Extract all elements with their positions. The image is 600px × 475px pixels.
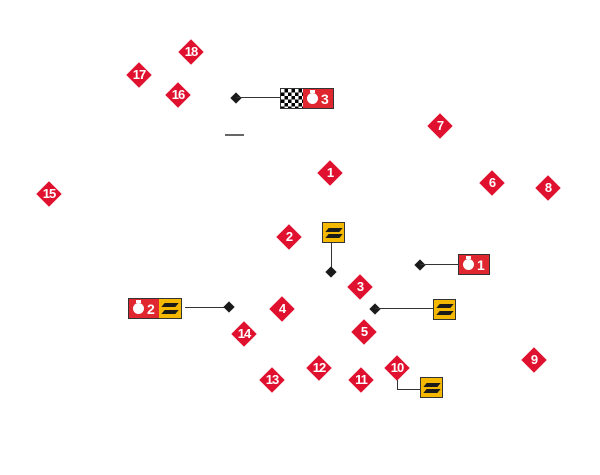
corner-marker: 11 [348, 367, 374, 393]
checkered-flag-icon [281, 89, 303, 108]
stopwatch-icon [463, 256, 474, 270]
sector-1-label: 1 [458, 254, 490, 275]
corner-number: 14 [237, 326, 251, 341]
corner-marker: 10 [384, 355, 410, 381]
sector-2-label: 2 [128, 298, 182, 319]
corner-marker: 9 [521, 347, 547, 373]
corner-number: 10 [390, 360, 404, 375]
corner-number: 15 [42, 186, 56, 201]
corner-marker: 8 [535, 175, 561, 201]
corner-marker: 4 [269, 296, 295, 322]
corner-marker: 13 [259, 367, 285, 393]
drs-zone-label [420, 377, 443, 398]
corner-number: 7 [436, 118, 444, 133]
sector-number: 3 [321, 90, 329, 107]
corner-marker: 3 [347, 274, 373, 300]
corner-number: 17 [132, 67, 146, 82]
drs-zone-label [433, 299, 456, 320]
drs-zone-icon [434, 300, 455, 319]
drs-zone-icon [323, 223, 344, 242]
corner-marker: 1 [317, 160, 343, 186]
corner-number: 9 [530, 352, 538, 367]
drs-zone-label [322, 222, 345, 243]
corner-marker: 6 [479, 170, 505, 196]
leader-line [375, 308, 433, 309]
drs-zone-icon [421, 378, 442, 397]
corner-marker: 16 [165, 82, 191, 108]
stopwatch-icon [133, 300, 144, 314]
sector-number: 1 [477, 256, 485, 273]
corner-number: 5 [360, 324, 368, 339]
corner-number: 13 [265, 372, 279, 387]
drs-zone-icon [158, 299, 181, 318]
marker-diamond [230, 92, 242, 104]
marker-diamond [223, 301, 235, 313]
corner-number: 4 [278, 301, 286, 316]
leader-line [397, 389, 420, 390]
stopwatch-icon [307, 90, 318, 104]
leader-line [236, 97, 280, 98]
start-line [225, 134, 244, 136]
corner-number: 16 [171, 87, 185, 102]
leader-line [185, 307, 229, 308]
marker-diamond [414, 259, 426, 271]
marker-diamond [369, 303, 381, 315]
corner-number: 18 [184, 44, 198, 59]
corner-marker: 5 [351, 319, 377, 345]
corner-number: 11 [355, 372, 368, 387]
corner-number: 6 [488, 175, 496, 190]
corner-number: 3 [356, 279, 364, 294]
marker-diamond [325, 266, 337, 278]
corner-marker: 7 [427, 113, 453, 139]
leader-line [397, 380, 398, 390]
sector-number: 2 [147, 300, 155, 317]
leader-line [331, 243, 332, 272]
corner-marker: 15 [36, 181, 62, 207]
corner-number: 1 [326, 165, 334, 180]
corner-marker: 17 [126, 62, 152, 88]
corner-number: 12 [312, 360, 326, 375]
corner-number: 2 [285, 229, 293, 244]
corner-marker: 2 [276, 224, 302, 250]
corner-marker: 18 [178, 39, 204, 65]
sector-3-label: 3 [280, 88, 334, 109]
corner-number: 8 [544, 180, 552, 195]
corner-marker: 14 [231, 321, 257, 347]
leader-line [420, 264, 458, 265]
corner-marker: 12 [306, 355, 332, 381]
